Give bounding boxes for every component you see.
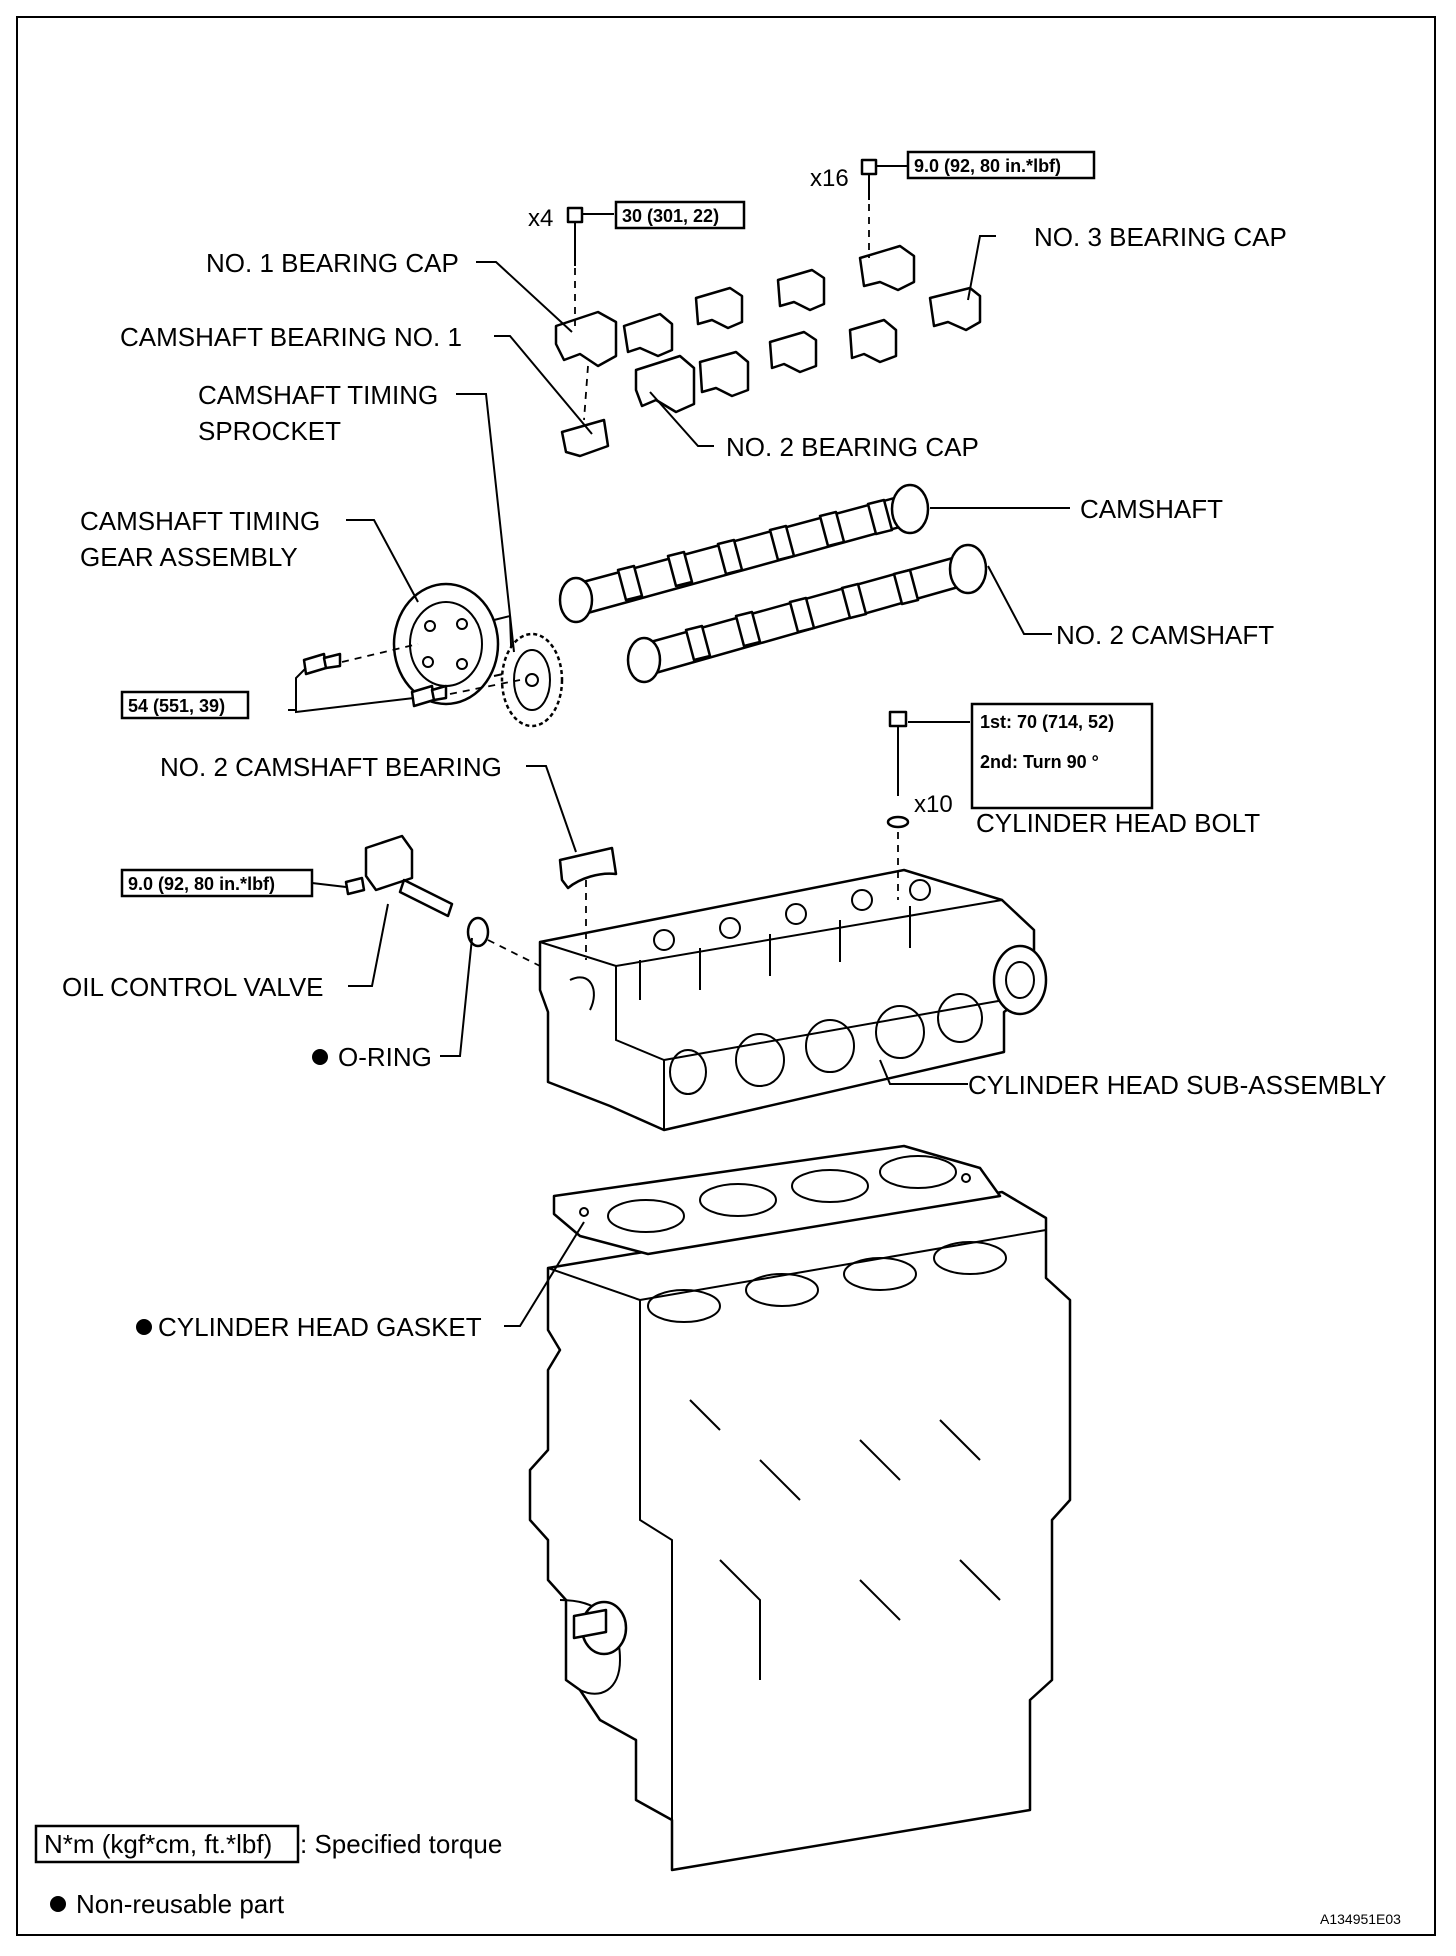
label-camshaft-timing-gear-line2: GEAR ASSEMBLY [80, 542, 298, 572]
cylinder-head-bolt-part [886, 710, 910, 829]
torque-box-bearing-cap-no1 [614, 200, 746, 230]
cylinder-head-sub-assembly [538, 868, 1048, 1132]
legend-non-reusable-dot [50, 1896, 66, 1912]
no2-camshaft-bearing-part [558, 846, 618, 890]
camshaft-part [558, 483, 930, 624]
engine-block [528, 1190, 1072, 1872]
leader-lines [288, 165, 1070, 1327]
torque-timing-gear: 54 (551, 39) [128, 696, 225, 716]
count-bearing-cap-bolts: x16 [810, 165, 849, 192]
legend-non-reusable: Non-reusable part [76, 1889, 285, 1919]
count-head-bolts: x10 [914, 791, 953, 818]
torque-box-bearing-cap-bolts [906, 150, 1096, 180]
legend-torque-unit: N*m (kgf*cm, ft.*lbf) [44, 1829, 272, 1859]
label-oil-control-valve: OIL CONTROL VALVE [62, 972, 324, 1002]
camshaft-timing-sprocket-part [500, 632, 564, 728]
no2-camshaft-part [626, 543, 988, 684]
label-camshaft-timing-gear-line1: CAMSHAFT TIMING [80, 506, 320, 536]
camshaft-timing-gear-part [392, 582, 514, 706]
count-bearing-cap-no1: x4 [528, 205, 553, 232]
legend-torque-desc: : Specified torque [300, 1829, 502, 1859]
torque-box-timing-gear [120, 690, 250, 720]
torque-oil-control-valve: 9.0 (92, 80 in.*lbf) [128, 874, 275, 894]
label-cylinder-head-sub-assembly: CYLINDER HEAD SUB-ASSEMBLY [968, 1070, 1387, 1100]
bearing-cap-no1-bolt [566, 206, 584, 266]
label-camshaft-bearing-no1: CAMSHAFT BEARING NO. 1 [120, 322, 462, 352]
cylinder-head-gasket [552, 1144, 1002, 1256]
non-reusable-marker-gasket [136, 1319, 152, 1335]
torque-bearing-cap-no1: 30 (301, 22) [622, 206, 719, 226]
assembly-guides [341, 204, 899, 967]
bearing-cap-bolt [860, 158, 878, 200]
label-no2-bearing-cap: NO. 2 BEARING CAP [726, 432, 979, 462]
torque-head-bolt-2nd: 2nd: Turn 90 ° [980, 752, 1099, 772]
label-cylinder-head-gasket: CYLINDER HEAD GASKET [158, 1312, 482, 1342]
label-no3-bearing-cap: NO. 3 BEARING CAP [1034, 222, 1287, 252]
label-camshaft: CAMSHAFT [1080, 494, 1223, 524]
bearing-caps [554, 244, 982, 414]
oil-control-valve-part [344, 834, 454, 918]
torque-head-bolt-1st: 1st: 70 (714, 52) [980, 712, 1114, 732]
torque-box-oil-control-valve [120, 868, 314, 898]
label-o-ring: O-RING [338, 1042, 432, 1072]
label-cylinder-head-bolt: CYLINDER HEAD BOLT [976, 808, 1260, 838]
torque-bearing-cap-bolts: 9.0 (92, 80 in.*lbf) [914, 156, 1061, 176]
o-ring-part [466, 916, 490, 948]
label-no2-camshaft-bearing: NO. 2 CAMSHAFT BEARING [160, 752, 502, 782]
figure-code: A134951E03 [1320, 1911, 1401, 1927]
torque-box-head-bolt [970, 702, 1154, 810]
non-reusable-marker-o-ring [312, 1049, 328, 1065]
label-no2-camshaft: NO. 2 CAMSHAFT [1056, 620, 1274, 650]
legend-torque-box [34, 1824, 300, 1864]
label-no1-bearing-cap: NO. 1 BEARING CAP [206, 248, 459, 278]
label-camshaft-timing-sprocket-line2: SPROCKET [198, 416, 341, 446]
camshaft-bearing-no1-part [560, 418, 610, 458]
label-camshaft-timing-sprocket-line1: CAMSHAFT TIMING [198, 380, 438, 410]
